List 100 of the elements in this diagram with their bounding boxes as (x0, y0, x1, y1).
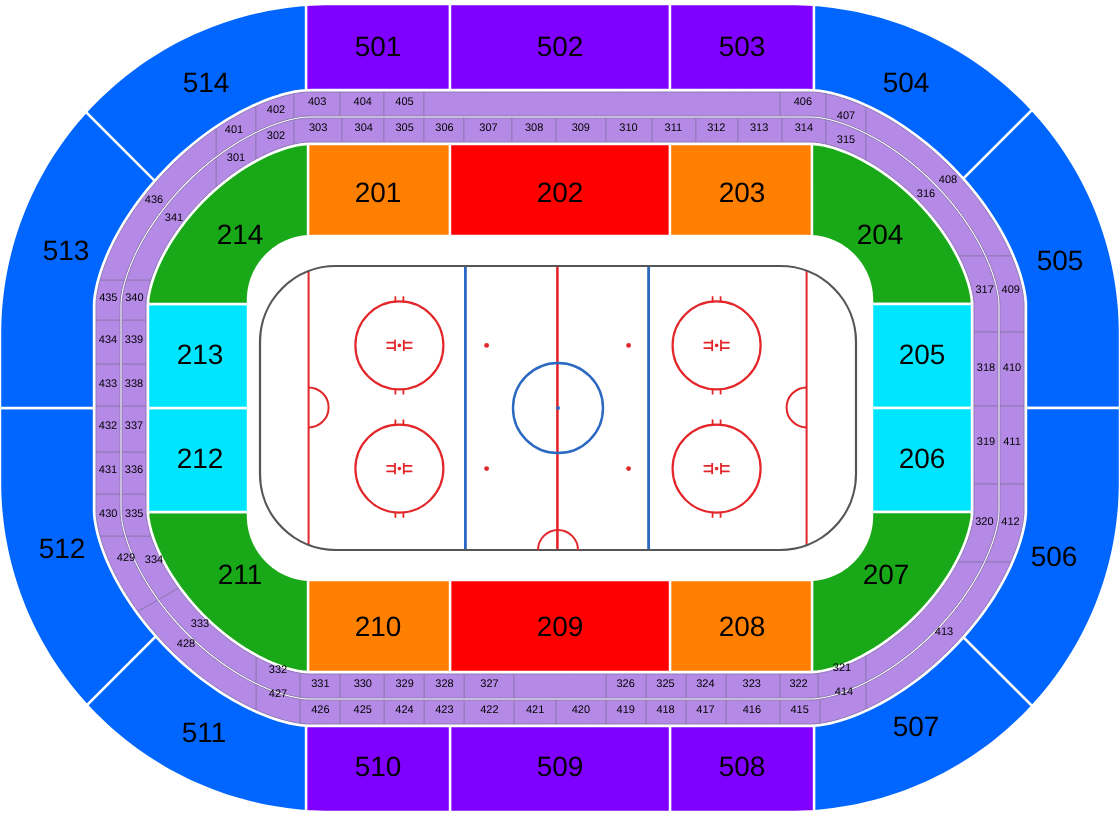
section-number: 511 (181, 718, 227, 746)
seating-section (120, 318, 148, 366)
seating-section (292, 90, 342, 120)
seating-section (84, 2, 308, 182)
seating-section (146, 142, 310, 306)
seating-section (448, 142, 672, 238)
seating-section (292, 116, 344, 146)
seating-section (512, 672, 608, 700)
seating-section (120, 450, 148, 496)
seating-section (304, 2, 452, 92)
seating-section (818, 682, 868, 726)
section-number: 207 (862, 560, 910, 588)
section-number: 202 (536, 178, 584, 206)
seating-section (462, 116, 514, 144)
seating-section (304, 724, 452, 814)
section-number: 507 (892, 712, 940, 740)
seating-section (962, 406, 1120, 708)
seating-section (554, 698, 608, 726)
section-number: 505 (1036, 246, 1084, 274)
section-number: 504 (882, 68, 930, 96)
seating-section (812, 2, 1034, 180)
seating-section (94, 450, 122, 496)
seating-section (146, 510, 310, 674)
section-number: 209 (536, 612, 584, 640)
seating-section (136, 598, 258, 712)
section-number: 211 (217, 560, 263, 588)
seating-section (382, 672, 426, 700)
seating-section (422, 116, 466, 144)
section-number: 213 (176, 340, 224, 368)
seating-section (972, 330, 1000, 408)
seating-section (448, 2, 672, 92)
seating-section (462, 672, 516, 700)
seating-section (810, 510, 974, 674)
seating-section (724, 698, 782, 726)
seating-section (340, 116, 386, 144)
seating-section (668, 2, 816, 92)
seating-section (962, 108, 1120, 410)
seating-section (864, 560, 1012, 712)
seating-section (94, 362, 122, 408)
seating-section (870, 406, 974, 514)
seating-section (156, 586, 258, 684)
section-number: 204 (856, 220, 904, 248)
seating-section (254, 682, 302, 726)
seating-section (338, 672, 386, 700)
seating-section (604, 672, 648, 700)
seating-section (254, 92, 296, 134)
section-number: 513 (42, 236, 90, 264)
section-number: 508 (718, 752, 766, 780)
seating-section (956, 482, 1000, 564)
seating-section (98, 534, 160, 614)
seating-section (778, 672, 820, 700)
seating-section (694, 116, 740, 144)
seating-section (780, 116, 828, 146)
seating-section (146, 406, 250, 514)
seating-section (736, 116, 784, 144)
seating-section (338, 698, 386, 726)
seating-section (124, 156, 218, 282)
seating-section (422, 698, 466, 726)
section-number: 212 (176, 444, 224, 472)
seating-section (668, 578, 814, 674)
section-number: 206 (898, 444, 946, 472)
seating-section (510, 116, 558, 144)
seating-section (94, 404, 122, 454)
seating-section (824, 92, 868, 134)
section-number: 201 (354, 178, 402, 206)
seating-section (668, 142, 814, 238)
section-number: 510 (354, 752, 402, 780)
seating-section (650, 116, 698, 144)
seating-section (298, 698, 342, 726)
section-number: 501 (354, 32, 402, 60)
seating-section (98, 126, 218, 282)
seating-section (644, 672, 688, 700)
section-number: 509 (536, 752, 584, 780)
section-number: 203 (718, 178, 766, 206)
seating-section (778, 698, 822, 726)
seating-section (870, 302, 974, 410)
seating-section (684, 672, 728, 700)
seating-section (812, 636, 1034, 814)
seating-section (94, 318, 122, 366)
seating-section (554, 116, 608, 144)
section-number: 205 (898, 340, 946, 368)
seating-section (306, 142, 452, 238)
seating-section (422, 90, 782, 118)
seating-section (810, 142, 974, 306)
seating-section (214, 104, 258, 158)
section-number: 506 (1030, 542, 1078, 570)
seating-section (298, 670, 342, 700)
seating-section (998, 404, 1026, 486)
seating-section (604, 698, 648, 726)
seating-section (382, 90, 426, 118)
seating-section (338, 90, 386, 118)
seating-section (956, 254, 1000, 334)
section-number: 502 (536, 32, 584, 60)
seating-section (84, 634, 308, 814)
seating-section (972, 404, 1000, 486)
seating-section (382, 116, 426, 144)
seating-section (448, 724, 672, 814)
seating-section (724, 672, 782, 700)
seating-section (306, 578, 452, 674)
seating-section (146, 302, 250, 410)
